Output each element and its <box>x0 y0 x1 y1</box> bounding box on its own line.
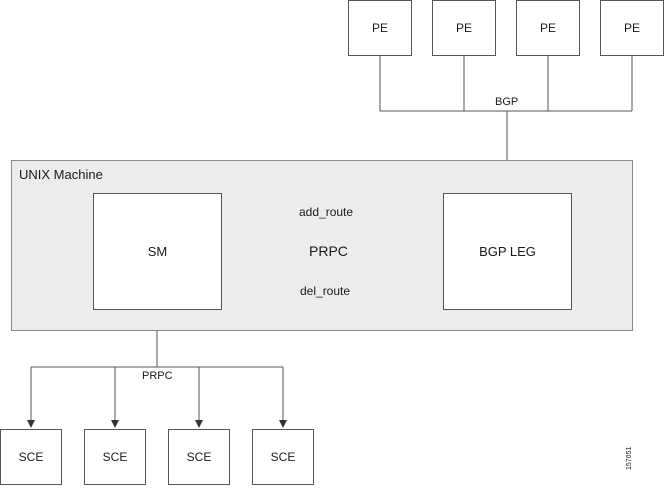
pe-node: PE <box>432 0 496 56</box>
sm-label: SM <box>147 244 168 259</box>
sce-node: SCE <box>84 429 146 485</box>
figure-id: 157051 <box>626 446 633 470</box>
pe-label: PE <box>455 21 472 35</box>
bgp-leg-label: BGP LEG <box>479 244 536 259</box>
sm-node: SM <box>93 193 222 310</box>
add-route-label: add_route <box>299 205 354 219</box>
sce-label: SCE <box>102 450 128 464</box>
pe-label: PE <box>539 21 556 35</box>
sce-node: SCE <box>0 429 62 485</box>
pe-node: PE <box>348 0 412 56</box>
sce-label: SCE <box>18 450 44 464</box>
del-route-label: del_route <box>300 284 351 298</box>
pe-label: PE <box>623 21 640 35</box>
pe-label: PE <box>371 21 388 35</box>
bgp-leg-node: BGP LEG <box>443 193 572 310</box>
bgp-label: BGP <box>494 96 520 108</box>
sce-node: SCE <box>252 429 314 485</box>
unix-machine-label: UNIX Machine <box>19 167 103 182</box>
pe-node: PE <box>516 0 580 56</box>
pe-node: PE <box>600 0 664 56</box>
sce-label: SCE <box>186 450 212 464</box>
sce-node: SCE <box>168 429 230 485</box>
sce-label: SCE <box>270 450 296 464</box>
prpc-bottom-label: PRPC <box>141 370 174 382</box>
prpc-center-label: PRPC <box>309 243 348 259</box>
